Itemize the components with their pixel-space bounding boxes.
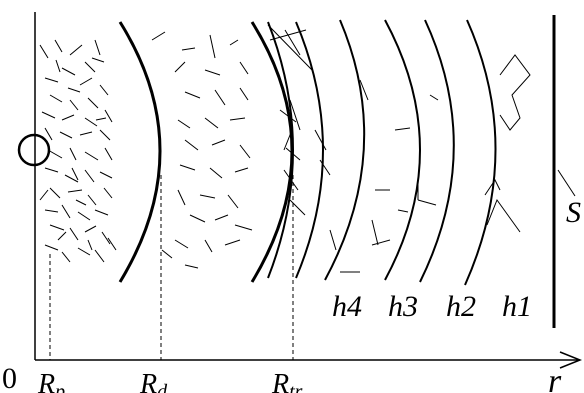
radius-projections [49, 175, 294, 360]
rd-label-main: R [139, 369, 157, 393]
front-label-h3: h3 [388, 290, 418, 323]
rp-label: Rp [37, 369, 65, 393]
origin-label: 0 [2, 362, 17, 393]
r-axis-label: r [548, 363, 562, 393]
rd-label-sub: d [157, 381, 168, 393]
wave-fronts [267, 19, 497, 286]
boundaries [118, 21, 294, 283]
front-arc-a [267, 21, 294, 279]
rtr-label-sub: tr [289, 381, 303, 393]
front-arc-h1 [464, 19, 497, 286]
source-circle [17, 133, 51, 167]
transition-segments [267, 24, 313, 216]
front-arc-h3 [384, 19, 421, 281]
axes [34, 12, 583, 369]
front-label-h1: h1 [502, 290, 532, 323]
front-label-h4: h4 [332, 290, 362, 323]
rp-label-sub: p [53, 381, 65, 393]
front-arc-b [295, 21, 324, 279]
screen-label: S [566, 196, 581, 229]
r-axis-arrowhead [559, 351, 583, 369]
sparse-segments-middle [151, 31, 253, 269]
screen-label-leader [557, 169, 576, 197]
rd-label: Rd [139, 369, 168, 393]
rtr-label-main: R [271, 369, 289, 393]
front-arc-h2 [419, 19, 455, 283]
sparse-segments-right [314, 54, 531, 273]
front-label-h2: h2 [446, 290, 476, 323]
front-arc-c [324, 19, 366, 281]
rtr-label: Rtr [271, 369, 303, 393]
rp-label-main: R [37, 369, 55, 393]
dense-segments [39, 39, 117, 263]
rd-boundary [118, 21, 162, 283]
rtr-boundary-left [250, 21, 294, 283]
